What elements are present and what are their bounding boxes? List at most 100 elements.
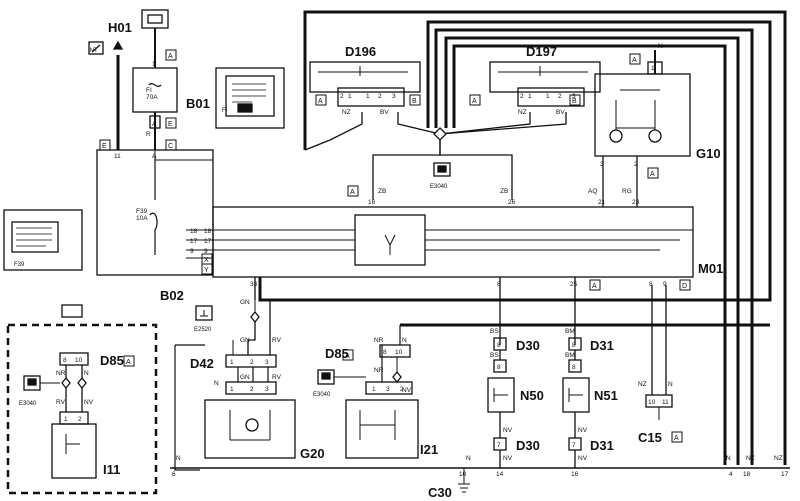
label-d42: D42 (190, 356, 214, 371)
sq-a-7: A (592, 283, 597, 290)
wire-bm-2: BM (565, 352, 575, 359)
pin-c30-4: 4 (729, 471, 733, 478)
pin-i11-2: 2 (78, 416, 82, 423)
wire-r: R (146, 131, 151, 138)
wire-bv-d197: BV (556, 109, 565, 116)
wire-zb-left: ZB (378, 188, 386, 195)
wire-nz-d196: NZ (342, 109, 351, 116)
label-d30-bot: D30 (516, 438, 540, 453)
pin-i21-1: 1 (372, 386, 376, 393)
e3040-connector-icon-mid (317, 369, 335, 385)
pin-m01-25: 25 (570, 281, 578, 288)
pin-i21-2: 2 (400, 386, 404, 393)
pin-b01-a: A (152, 121, 157, 128)
wire-n-right: N (726, 455, 731, 462)
pin-d196-2: 2 (340, 93, 344, 100)
pin-m01-16: 16 (368, 199, 376, 206)
fuse-location-box-top (215, 67, 285, 129)
pin-m01-26: 26 (508, 199, 516, 206)
wire-n-g10: N (658, 43, 663, 50)
label-fi-box: FI (222, 108, 228, 114)
wire-n-ground: N (466, 455, 471, 462)
label-e3040-mid: E3040 (313, 392, 331, 398)
pin-g20-2: 2 (250, 386, 254, 393)
label-d30-top: D30 (516, 338, 540, 353)
pin-d196-2b: 2 (378, 93, 382, 100)
label-e3040-left: E3040 (19, 401, 37, 407)
label-int: INT (88, 48, 98, 54)
b02-junction (96, 149, 214, 276)
sq-e-2: E (102, 143, 107, 150)
pin-d85-10: 10 (395, 349, 403, 356)
label-b01: B01 (186, 96, 210, 111)
label-d85-left: D85 (100, 353, 124, 368)
g20-motor (204, 399, 296, 459)
pin-d31-8a: 8 (572, 342, 576, 349)
label-f39-box: F39 (14, 262, 25, 268)
wire-nv-1: NV (402, 387, 412, 394)
wire-nv-d31b: NV (578, 455, 588, 462)
wire-bs-2: BS (490, 352, 499, 359)
pin-m01-21: 21 (598, 199, 606, 206)
wire-nr-2: NR (374, 367, 384, 374)
sq-x-1: X (204, 257, 209, 264)
sq-a-1: A (168, 53, 173, 60)
label-e3040-top: E3040 (430, 184, 448, 190)
pin-g10-1: 1 (651, 65, 655, 72)
wire-nz-d197: NZ (518, 109, 527, 116)
wire-bs-1: BS (490, 328, 499, 335)
pin-m01-9b: 9 (663, 281, 667, 288)
crossover-node (433, 127, 447, 141)
f39-location-box (3, 209, 83, 271)
wire-bv-d196: BV (380, 109, 389, 116)
sq-a-6: A (650, 171, 655, 178)
label-d31-bot: D31 (590, 438, 614, 453)
pin-c30-17: 17 (781, 471, 789, 478)
pin-b01-1: 1 (152, 61, 156, 68)
sq-a-5: A (350, 189, 355, 196)
pin-m01-23: 23 (632, 199, 640, 206)
pin-d30-8a: 8 (497, 342, 501, 349)
pin-d30-8b: 8 (497, 364, 501, 371)
i11-option-frame (6, 304, 158, 495)
wire-n-d42: N (214, 380, 219, 387)
wire-n-g20: N (176, 455, 181, 462)
pin-c30-16: 16 (571, 471, 579, 478)
sq-a-2: A (318, 98, 323, 105)
pin-b02-17: 17 (190, 238, 198, 245)
pin-i11-1: 1 (64, 416, 68, 423)
pin-d42-3: 3 (265, 359, 269, 366)
pin-d197-2b: 2 (558, 93, 562, 100)
pin-c30-18: 18 (743, 471, 751, 478)
pin-i21-3: 3 (386, 386, 390, 393)
pin-c30-6: 6 (172, 471, 176, 478)
pin-d42-1: 1 (230, 359, 234, 366)
wire-rv-i11: RV (56, 399, 66, 406)
h01-lamp (88, 40, 124, 150)
wire-nv-d30b: NV (503, 455, 513, 462)
wire-zb-right: ZB (500, 188, 508, 195)
wire-n-i11: N (84, 370, 89, 377)
pin-d31-7: 7 (572, 442, 576, 449)
pin-d196-1a: 1 (348, 93, 352, 100)
pin-b02-a: A (152, 153, 157, 160)
wire-rv-2: RV (272, 374, 282, 381)
label-c15: C15 (638, 430, 662, 445)
wire-nv-d30: NV (503, 427, 513, 434)
e2520-connector-icon (195, 305, 213, 321)
wire-nz-c15: NZ (638, 381, 647, 388)
wire-rv-1: RV (272, 337, 282, 344)
label-g20: G20 (300, 446, 325, 461)
pin-m01-17: 17 (204, 238, 212, 245)
g10-motor (594, 50, 691, 207)
sq-d-1: D (682, 283, 687, 290)
wire-aq: AQ (588, 188, 597, 195)
wire-n-c15: N (668, 381, 673, 388)
label-d196: D196 (345, 44, 376, 59)
pin-b02-18: 18 (190, 228, 198, 235)
i21-switch (345, 381, 419, 459)
pin-g20-3: 3 (265, 386, 269, 393)
pin-m01-18: 18 (204, 228, 212, 235)
pin-d197-3: 3 (572, 93, 576, 100)
